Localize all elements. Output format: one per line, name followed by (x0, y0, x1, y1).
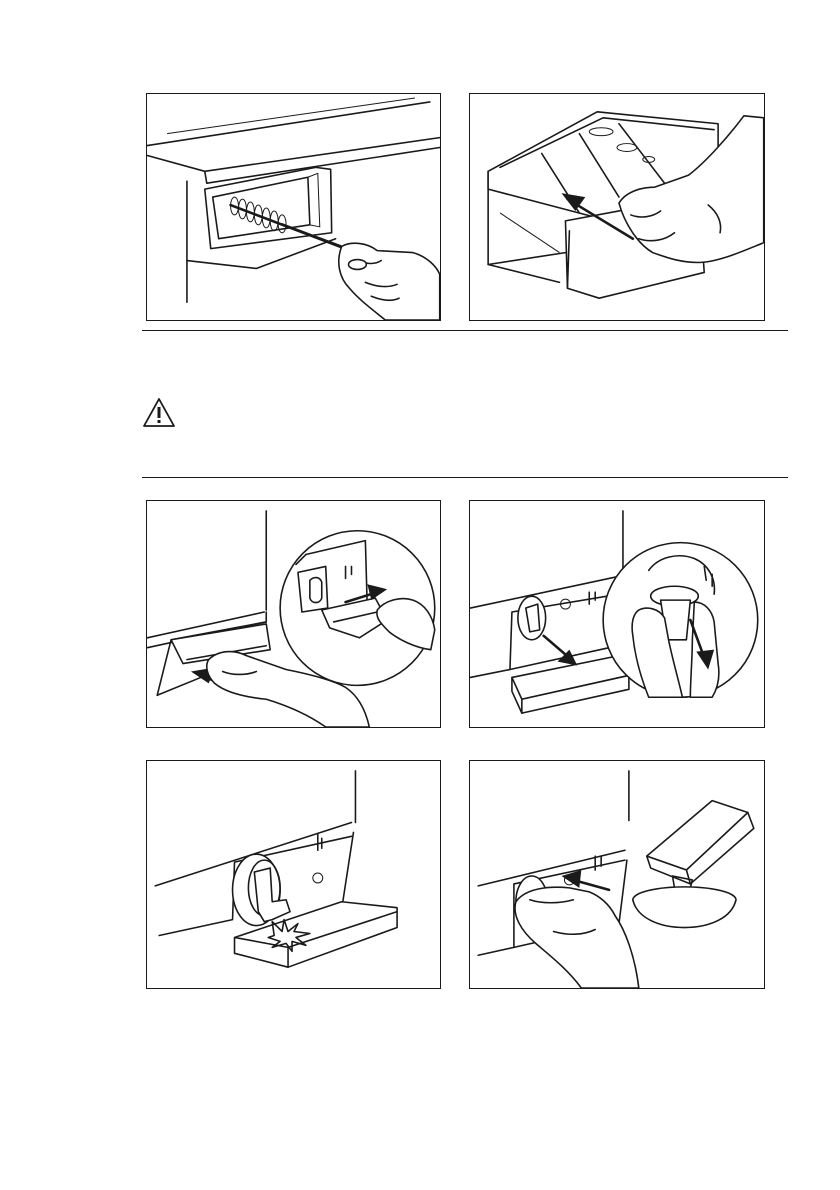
warning-triangle-icon (142, 397, 176, 429)
water-tray-illustration (147, 761, 440, 988)
drain-filter-illustration (470, 501, 764, 727)
figure-open-filter-cover (146, 500, 441, 728)
filter-cover-illustration (147, 501, 440, 727)
arrow-icon (561, 870, 609, 890)
figure-refit-filter (469, 760, 765, 989)
figure-insert-dispenser (469, 93, 765, 321)
separator-line-top (142, 330, 788, 331)
brush-illustration (147, 94, 440, 320)
hand-icon (339, 243, 440, 320)
figure-brush-cleaning (146, 93, 441, 321)
tray-icon (512, 656, 629, 713)
refit-filter-illustration (470, 761, 764, 988)
dispenser-illustration (470, 94, 764, 320)
separator-line-bottom (142, 477, 788, 478)
hand-icon (515, 887, 639, 988)
bowl-icon (633, 887, 736, 928)
tray-icon (647, 801, 754, 884)
figure-water-into-tray (146, 760, 441, 989)
figure-drain-filter (469, 500, 765, 728)
warning-block (142, 397, 176, 429)
